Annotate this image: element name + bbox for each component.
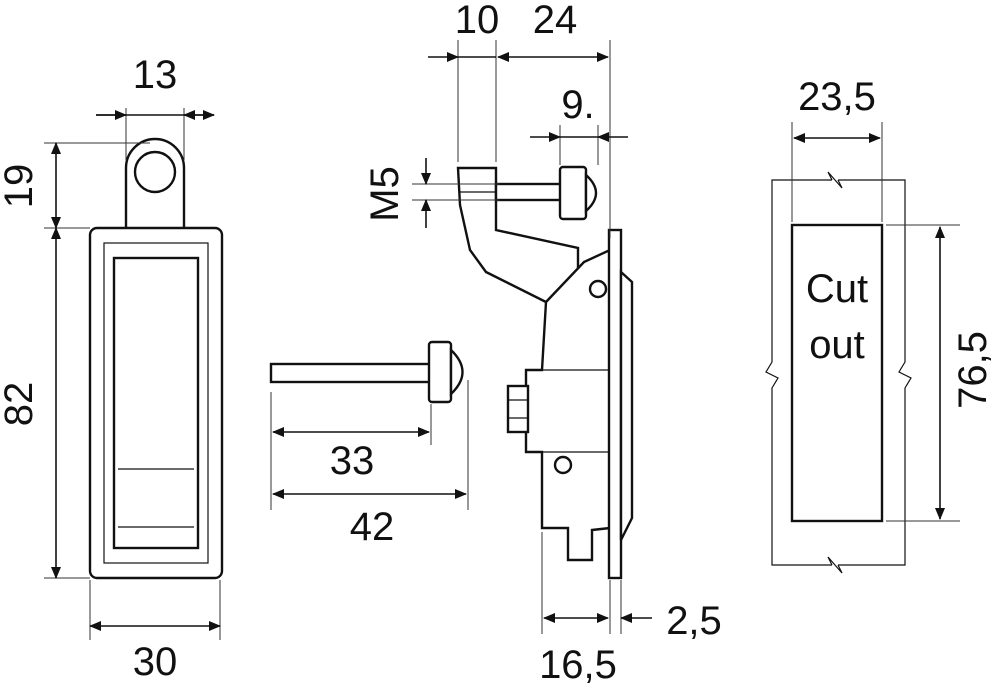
side-flange <box>607 228 623 580</box>
cutout-opening <box>790 223 884 523</box>
side-hole <box>553 455 573 475</box>
body-width-label: 30 <box>133 640 178 684</box>
panel-frame <box>765 179 832 566</box>
side-bolt-dome <box>584 172 598 214</box>
side-nut <box>506 384 530 434</box>
eye-width-label: 13 <box>133 53 178 97</box>
key-length-label: 33 <box>330 439 375 483</box>
panel-frame <box>838 179 912 566</box>
top-width-label: 24 <box>533 0 578 42</box>
key-dome <box>449 347 464 397</box>
small-label: 9. <box>561 83 594 127</box>
cutout-width-label: 23,5 <box>798 75 876 119</box>
key-total-length-label: 42 <box>350 505 395 549</box>
panel-break-mark <box>827 171 843 189</box>
front-view: 13 19 82 30 <box>0 53 224 684</box>
flange-label: 2,5 <box>666 599 722 643</box>
offset-label: 10 <box>455 0 500 42</box>
side-bolt <box>494 182 564 202</box>
key-head <box>427 340 453 404</box>
cutout-text-line1: Cut <box>806 267 868 311</box>
depth-label: 16,5 <box>539 643 617 687</box>
cutout-text-line2: out <box>809 323 865 367</box>
side-latch <box>619 269 634 541</box>
eye-height-label: 19 <box>0 164 41 209</box>
front-body-inner <box>103 242 209 564</box>
thread-label: M5 <box>363 166 407 222</box>
side-hole <box>588 279 608 299</box>
cutout-view: Cut out 23,5 76,5 <box>765 75 995 574</box>
key-view: 33 42 <box>269 340 469 549</box>
panel-break-mark <box>827 556 843 574</box>
cutout-height-label: 76,5 <box>951 331 995 409</box>
side-bolt-head <box>558 165 588 221</box>
front-handle <box>112 256 200 550</box>
body-height-label: 82 <box>0 382 41 427</box>
side-view: M5 10 24 9. 16,5 2,5 <box>363 0 722 687</box>
key-shaft <box>269 362 433 384</box>
front-eye-hole <box>133 150 177 194</box>
